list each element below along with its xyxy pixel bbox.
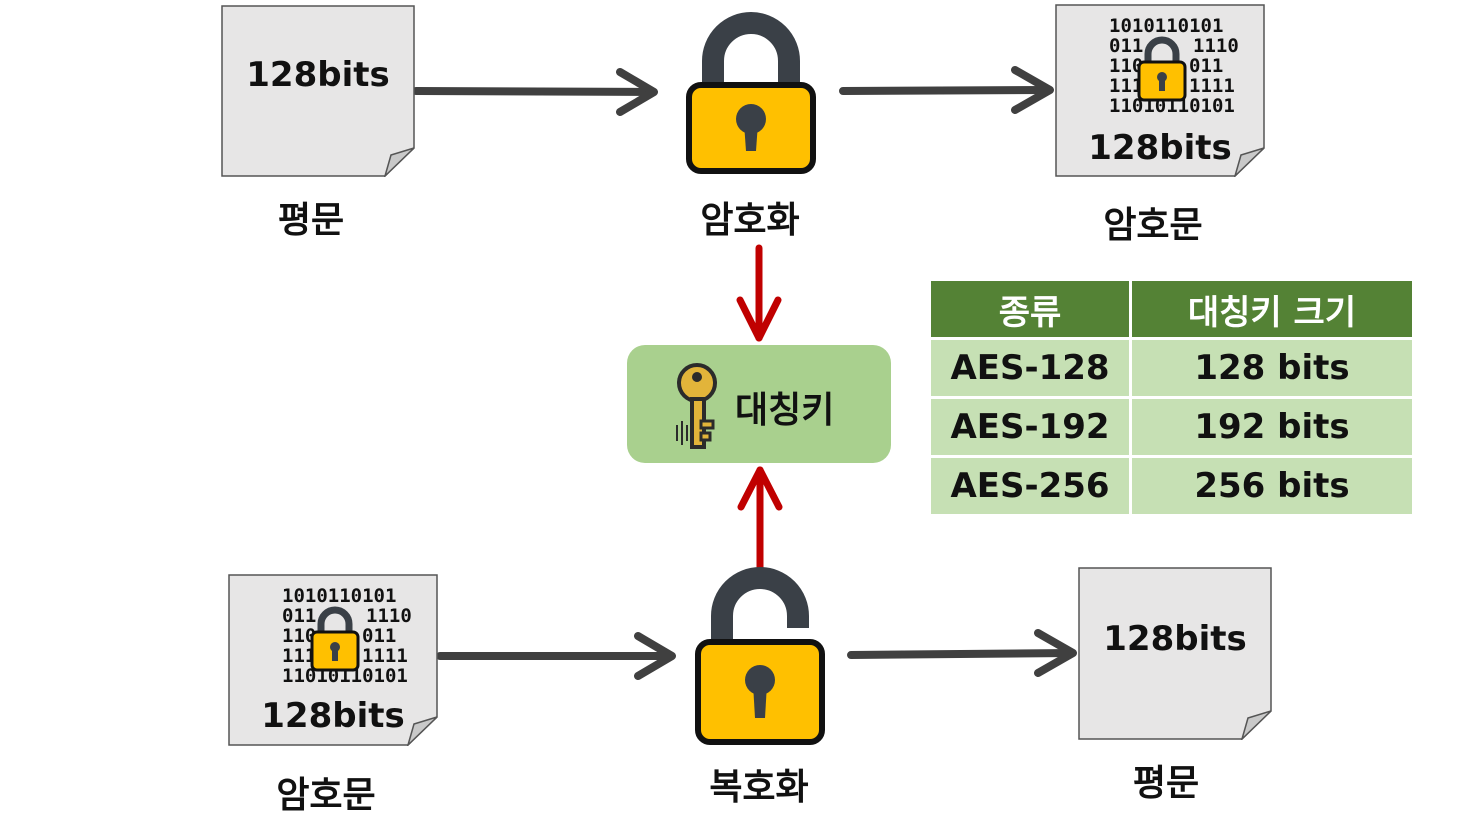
header-type: 종류 <box>928 278 1132 340</box>
ciphertext-document: 1010110101 011 1110 110 011 1111 1111 11… <box>1055 4 1265 177</box>
plaintext-label: 평문 <box>277 200 345 241</box>
binary-line-4: 110 <box>1109 55 1143 77</box>
key-icon <box>676 363 717 449</box>
arrow-decrypt-to-key <box>737 466 783 574</box>
binary-line-7: 1111 <box>362 645 408 667</box>
cell-key-size: 128 bits <box>1129 337 1415 399</box>
aes-key-size-table: 종류 대칭키 크기 AES-128 128 bits AES-192 192 b… <box>928 278 1415 517</box>
plaintext-document: 128bits <box>221 5 415 177</box>
ciphertext-document-bottom: 1010110101 011 1110 110 011 1111 1111 11… <box>228 574 438 746</box>
lock-open-icon <box>695 567 825 745</box>
cell-type: AES-256 <box>928 455 1132 517</box>
binary-line-8: 11010110101 <box>1109 95 1235 117</box>
plaintext-label-bottom: 평문 <box>1132 763 1200 804</box>
arrow-encrypt-to-ciphertext <box>839 66 1054 114</box>
document-icon <box>221 5 415 177</box>
small-lock-icon <box>1137 36 1187 102</box>
ciphertext-label: 암호문 <box>1103 205 1203 246</box>
document-icon <box>1078 567 1272 740</box>
binary-line-5: 011 <box>362 625 396 647</box>
binary-line-2: 011 <box>282 605 316 627</box>
arrow-ciphertext-to-decrypt <box>436 632 676 680</box>
symmetric-key-label: 대칭키 <box>735 390 835 431</box>
table-row: AES-256 256 bits <box>928 455 1415 517</box>
encrypted-file-icon: 1010110101 011 1110 110 011 1111 1111 11… <box>228 574 438 746</box>
binary-line-1: 1010110101 <box>1109 15 1223 37</box>
binary-line-2: 011 <box>1109 35 1143 57</box>
binary-line-8: 11010110101 <box>282 665 408 687</box>
decrypt-label: 복호화 <box>709 767 809 808</box>
symmetric-key-box: 대칭키 <box>627 345 891 463</box>
small-lock-icon <box>310 606 360 672</box>
cell-type: AES-128 <box>928 337 1132 399</box>
cell-type: AES-192 <box>928 396 1132 458</box>
ciphertext-size: 128bits <box>1088 128 1232 168</box>
binary-line-4: 110 <box>282 625 316 647</box>
header-key-size: 대칭키 크기 <box>1129 278 1415 340</box>
table-header-row: 종류 대칭키 크기 <box>928 278 1415 340</box>
encrypted-file-icon: 1010110101 011 1110 110 011 1111 1111 11… <box>1055 4 1265 177</box>
binary-line-7: 1111 <box>1189 75 1235 97</box>
table-row: AES-128 128 bits <box>928 337 1415 399</box>
ciphertext-label-bottom: 암호문 <box>276 775 376 816</box>
binary-line-5: 011 <box>1189 55 1223 77</box>
binary-line-3: 1110 <box>1193 35 1239 57</box>
cell-key-size: 256 bits <box>1129 455 1415 517</box>
encrypt-label: 암호화 <box>700 200 800 241</box>
arrow-plaintext-to-encrypt <box>412 68 658 116</box>
arrow-encrypt-to-key <box>736 244 782 342</box>
cell-key-size: 192 bits <box>1129 396 1415 458</box>
plaintext-document-bottom: 128bits <box>1078 567 1272 740</box>
lock-closed-icon <box>686 12 816 174</box>
table-row: AES-192 192 bits <box>928 396 1415 458</box>
plaintext-size-bottom: 128bits <box>1103 619 1247 659</box>
binary-line-3: 1110 <box>366 605 412 627</box>
plaintext-size: 128bits <box>246 55 390 95</box>
arrow-decrypt-to-plaintext <box>847 629 1077 677</box>
ciphertext-size-bottom: 128bits <box>261 696 405 736</box>
binary-line-1: 1010110101 <box>282 585 396 607</box>
